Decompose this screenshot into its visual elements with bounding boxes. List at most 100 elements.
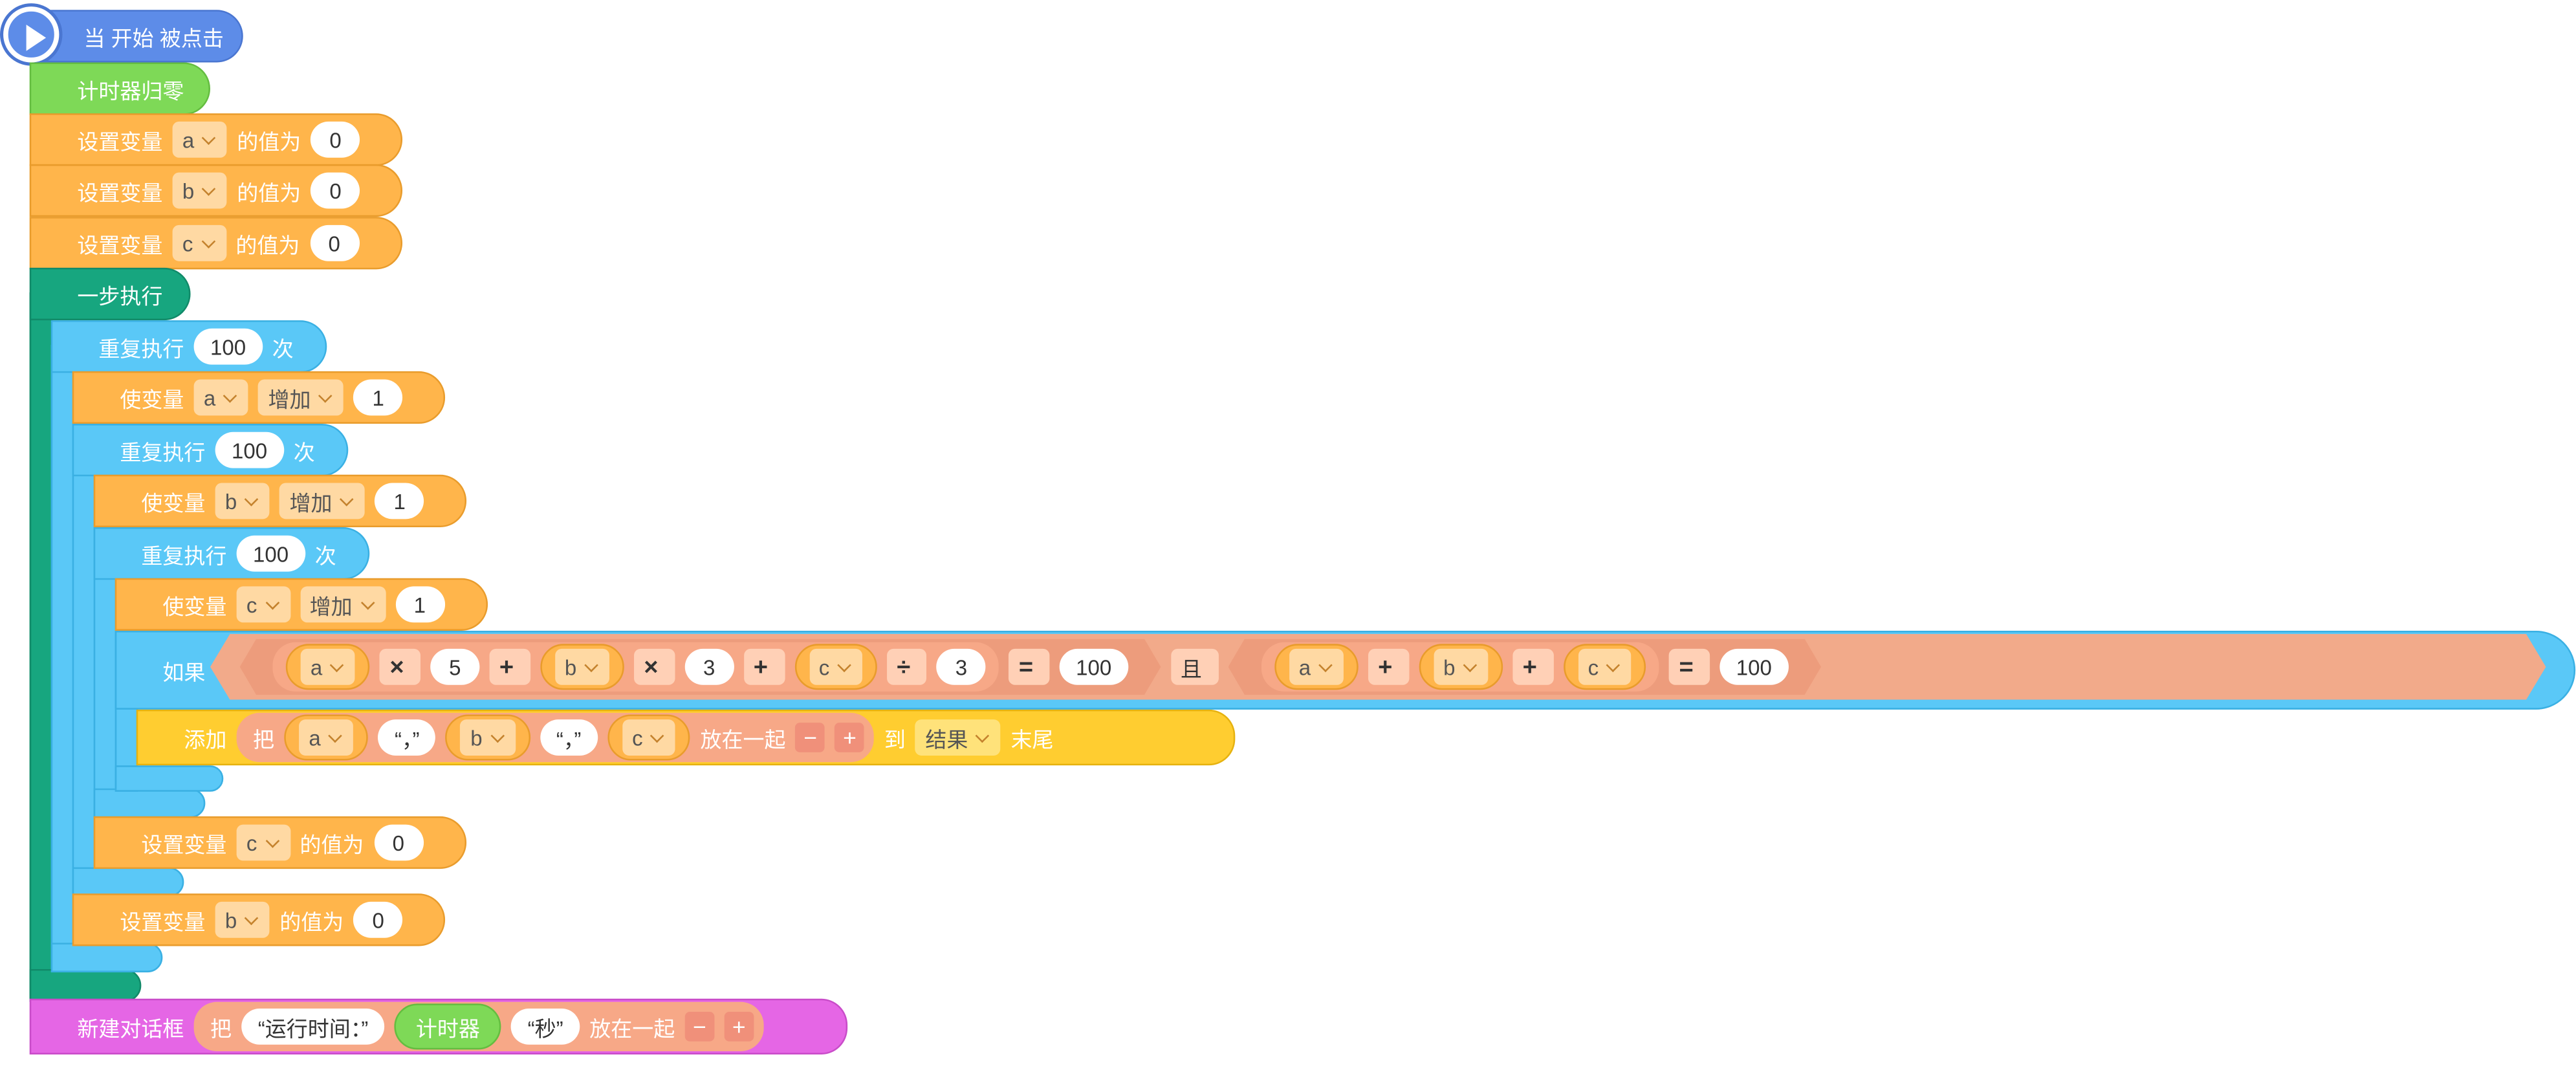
var-dropdown[interactable]: b [461, 719, 516, 756]
text-input[interactable]: “运行时间：” [241, 1008, 385, 1045]
new-dialog-block[interactable]: 新建对话框 把 “运行时间：” 计时器 “秒” 放在一起 − + [29, 998, 848, 1055]
join-expression[interactable]: 把 “运行时间：” 计时器 “秒” 放在一起 − + [193, 1001, 764, 1051]
chevron-down-icon [359, 596, 375, 613]
set-var-b-block[interactable]: 设置变量 b 的值为 0 [29, 164, 403, 217]
repeat-count-input[interactable]: 100 [193, 328, 263, 365]
join-expression[interactable]: 把 a “，” b “，” c 放在一起 − + [236, 712, 875, 763]
var-a-reporter[interactable]: a [1274, 644, 1359, 690]
var-dropdown[interactable]: c [622, 719, 676, 756]
set-var-c-block[interactable]: 设置变量 c 的值为 0 [29, 217, 403, 270]
number-input[interactable]: 5 [430, 649, 479, 685]
var-c-reporter[interactable]: c [1563, 644, 1646, 690]
var-dropdown[interactable]: c [1578, 649, 1632, 685]
equals-op[interactable]: = [1669, 649, 1710, 685]
text-input[interactable]: “，” [378, 719, 436, 756]
var-a-reporter[interactable]: a [286, 644, 370, 690]
change-var-c-block[interactable]: 使变量 c 增加 1 [115, 578, 488, 631]
minus-button[interactable]: − [795, 723, 825, 752]
var-a-reporter[interactable]: a [284, 714, 369, 761]
value-input[interactable]: 0 [373, 824, 423, 861]
var-dropdown[interactable]: b [215, 901, 270, 938]
var-dropdown[interactable]: c [172, 224, 226, 261]
repeat-count-input[interactable]: 100 [236, 535, 305, 572]
repeat-count-input[interactable]: 100 [215, 431, 284, 468]
step-input[interactable]: 1 [375, 483, 424, 519]
var-b-reporter[interactable]: b [446, 714, 530, 761]
repeat-label: 重复执行 [141, 543, 227, 568]
number-input[interactable]: 3 [937, 649, 986, 685]
equals-left[interactable]: a × 5 + b × 3 + c ÷ 3 = 100 [240, 639, 1161, 695]
target-input[interactable]: 100 [1719, 649, 1788, 685]
step-input[interactable]: 1 [353, 379, 403, 416]
var-dropdown[interactable]: b [172, 172, 228, 209]
chevron-down-icon [1317, 659, 1333, 675]
and-condition[interactable]: a × 5 + b × 3 + c ÷ 3 = 100 且 a + b + c [210, 634, 2546, 700]
plus-button[interactable]: + [835, 723, 865, 752]
text-input[interactable]: “，” [540, 719, 598, 756]
multiply-op[interactable]: × [380, 649, 420, 685]
op-dropdown[interactable]: 增加 [279, 483, 366, 519]
set-var-b-reset-block[interactable]: 设置变量 b 的值为 0 [72, 893, 446, 946]
var-dropdown[interactable]: a [299, 719, 354, 756]
var-dropdown[interactable]: a [172, 121, 228, 158]
minus-button[interactable]: − [684, 1012, 715, 1042]
plus-op[interactable]: + [744, 649, 785, 685]
var-b-reporter[interactable]: b [1419, 644, 1503, 690]
chevron-down-icon [583, 659, 599, 675]
number-input[interactable]: 3 [684, 649, 734, 685]
var-dropdown[interactable]: b [215, 483, 270, 519]
timer-reset-label: 计时器归零 [77, 78, 184, 103]
plus-op[interactable]: + [490, 649, 530, 685]
repeat-block-c[interactable]: 重复执行 100 次 [93, 527, 370, 580]
change-var-a-block[interactable]: 使变量 a 增加 1 [72, 371, 446, 424]
list-dropdown[interactable]: 结果 [915, 719, 1001, 756]
var-dropdown[interactable]: b [555, 649, 609, 685]
play-icon[interactable] [3, 6, 60, 63]
chevron-down-icon [243, 912, 259, 928]
var-dropdown[interactable]: a [193, 379, 249, 416]
and-op[interactable]: 且 [1171, 649, 1219, 685]
change-var-b-block[interactable]: 使变量 b 增加 1 [93, 474, 467, 528]
value-input[interactable]: 0 [309, 224, 359, 261]
step-input[interactable]: 1 [395, 586, 444, 623]
equals-right[interactable]: a + b + c = 100 [1228, 639, 1821, 695]
var-dropdown[interactable]: c [236, 824, 290, 861]
value-input[interactable]: 0 [311, 172, 360, 209]
var-c-reporter[interactable]: c [794, 644, 877, 690]
op-dropdown[interactable]: 增加 [300, 586, 386, 623]
timer-reporter[interactable]: 计时器 [394, 1003, 501, 1050]
timer-reset-block[interactable]: 计时器归零 [29, 62, 210, 115]
add-to-list-block[interactable]: 添加 把 a “，” b “，” c 放在一起 − + 到 结果 末尾 [136, 709, 1236, 766]
target-input[interactable]: 100 [1060, 649, 1128, 685]
chevron-down-icon [975, 729, 991, 745]
var-dropdown[interactable]: c [809, 649, 863, 685]
var-c-reporter[interactable]: c [607, 714, 691, 761]
repeat-block-b[interactable]: 重复执行 100 次 [72, 424, 349, 477]
ba-label: 把 [210, 1016, 232, 1041]
sum-expression[interactable]: a × 5 + b × 3 + c ÷ 3 [272, 642, 999, 692]
repeat-block-a[interactable]: 重复执行 100 次 [50, 320, 327, 373]
value-input[interactable]: 0 [311, 121, 360, 158]
var-dropdown[interactable]: c [236, 586, 290, 623]
step-frame [29, 292, 53, 999]
plus-button[interactable]: + [724, 1012, 754, 1042]
var-dropdown[interactable]: b [1434, 649, 1488, 685]
step-execute-block[interactable]: 一步执行 [29, 267, 191, 321]
value-input[interactable]: 0 [353, 901, 403, 938]
chevron-down-icon [243, 493, 259, 509]
set-var-a-block[interactable]: 设置变量 a 的值为 0 [29, 113, 403, 166]
op-dropdown[interactable]: 增加 [258, 379, 344, 416]
var-b-reporter[interactable]: b [540, 644, 624, 690]
multiply-op[interactable]: × [634, 649, 675, 685]
to-label: 到 [884, 726, 906, 752]
var-dropdown[interactable]: a [301, 649, 355, 685]
divide-op[interactable]: ÷ [887, 649, 927, 685]
step-label: 一步执行 [77, 283, 163, 309]
text-input[interactable]: “秒” [511, 1008, 580, 1045]
set-var-c-reset-block[interactable]: 设置变量 c 的值为 0 [93, 816, 467, 869]
sum-expression[interactable]: a + b + c [1261, 642, 1659, 692]
var-dropdown[interactable]: a [1289, 649, 1343, 685]
equals-op[interactable]: = [1009, 649, 1050, 685]
plus-op[interactable]: + [1368, 649, 1409, 685]
plus-op[interactable]: + [1512, 649, 1553, 685]
